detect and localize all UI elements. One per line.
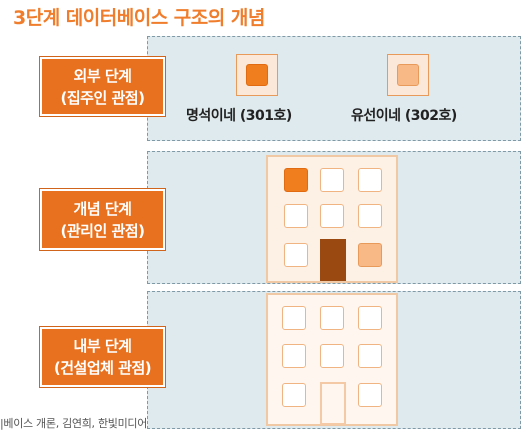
external-level-perspective: (집주인 관점): [60, 88, 145, 107]
room-302-label: 유선이네 (302호): [351, 108, 457, 124]
building-door-outline: [320, 382, 346, 425]
building-window-301: [284, 168, 308, 192]
building-window: [320, 204, 344, 228]
internal-level-name: 내부 단계: [73, 337, 132, 355]
conceptual-level-name: 개념 단계: [73, 199, 132, 218]
room-301-icon: [236, 54, 278, 96]
building-window: [320, 168, 344, 192]
building-window: [284, 204, 308, 228]
external-level-name: 외부 단계: [73, 66, 132, 85]
external-level-box: 외부 단계 (집주인 관점): [40, 57, 165, 116]
building-window-outline: [358, 383, 382, 407]
building-door: [320, 239, 346, 281]
building-window-outline: [358, 344, 382, 368]
diagram-title: 3단계 데이터베이스 구조의 개념: [13, 7, 265, 29]
building-window-outline: [282, 344, 306, 368]
external-level-band: [147, 36, 521, 141]
building-window-outline: [282, 383, 306, 407]
conceptual-level-box: 개념 단계 (관리인 관점): [40, 189, 165, 250]
room-302-icon: [387, 54, 429, 96]
building-window-302: [358, 243, 382, 267]
conceptual-level-perspective: (관리인 관점): [60, 221, 145, 240]
building-window: [358, 204, 382, 228]
source-caption: |베이스 개론, 김연희, 한빛미디어: [0, 417, 148, 430]
building-window: [358, 168, 382, 192]
internal-level-box: 내부 단계 (건설업체 관점): [40, 327, 165, 387]
internal-level-perspective: (건설업체 관점): [53, 359, 152, 377]
building-window-outline: [358, 306, 382, 330]
building-window: [284, 243, 308, 267]
building-window-outline: [320, 344, 344, 368]
room-301-label: 명석이네 (301호): [186, 108, 292, 124]
building-window-outline: [282, 306, 306, 330]
building-window-outline: [320, 306, 344, 330]
